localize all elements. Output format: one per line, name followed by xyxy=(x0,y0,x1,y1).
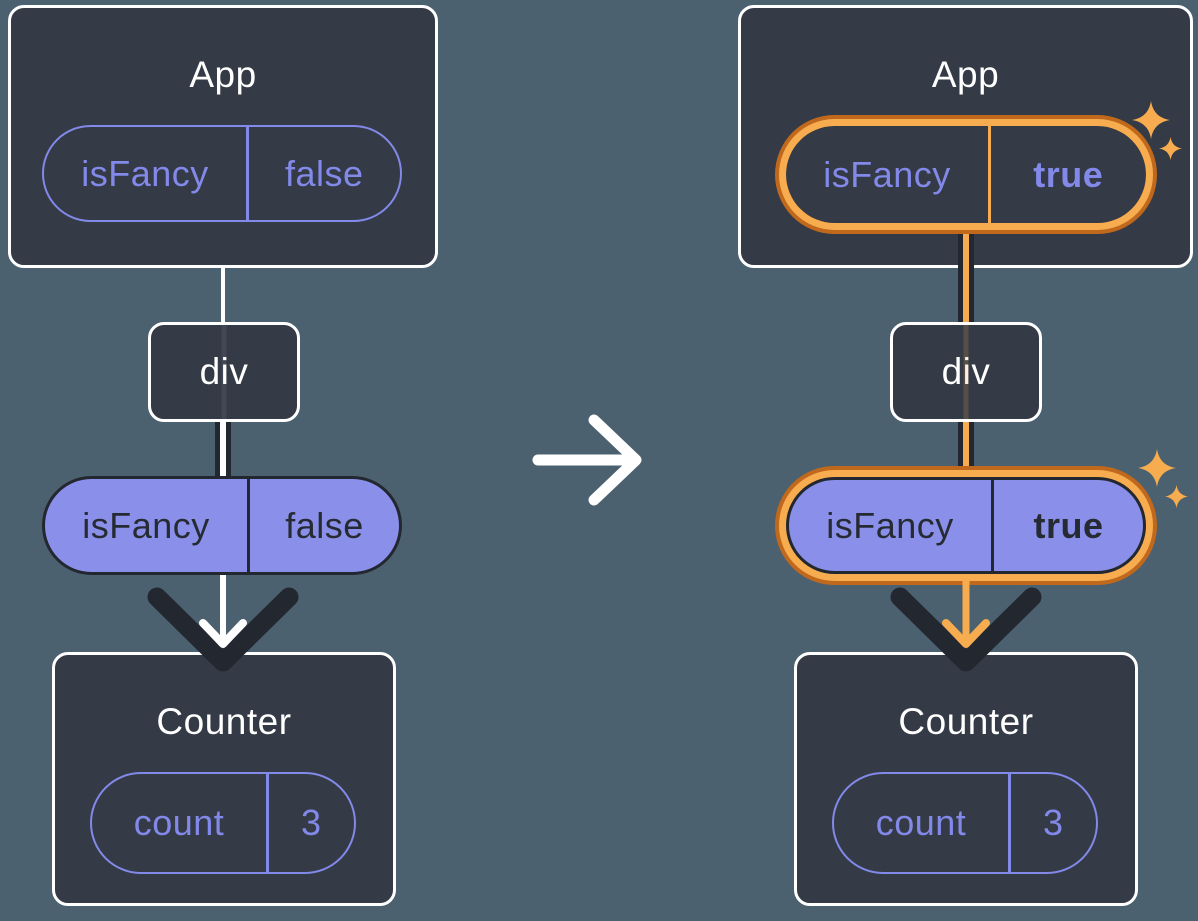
counter-state-pill-after: count 3 xyxy=(832,772,1098,874)
pill-divider xyxy=(266,774,269,872)
prop-key-label: isFancy xyxy=(826,504,954,546)
flow-arrow-down-icon xyxy=(147,575,299,672)
pill-divider xyxy=(246,127,249,220)
prop-value-label: false xyxy=(284,152,364,194)
counter-title: Counter xyxy=(898,701,1034,742)
connector-core-line xyxy=(963,420,969,478)
prop-value-label: false xyxy=(285,504,364,546)
counter-title: Counter xyxy=(156,701,292,742)
connector-div-to-prop xyxy=(215,420,231,478)
connector-core-line xyxy=(220,420,226,478)
pill-divider xyxy=(247,479,250,572)
div-node-card-before: div xyxy=(148,322,300,422)
pill-divider xyxy=(1008,774,1011,872)
connector-behind-div xyxy=(221,325,227,419)
connector-behind-div xyxy=(963,325,969,419)
app-prop-pill-before: isFancy false xyxy=(42,125,402,222)
prop-key-label: isFancy xyxy=(823,153,951,195)
state-key-label: count xyxy=(875,802,967,843)
state-key-label: count xyxy=(133,802,225,843)
prop-value-label: true xyxy=(1033,504,1104,546)
passed-prop-pill-before: isFancy false xyxy=(42,476,402,575)
counter-component-card-before: Counter count 3 xyxy=(52,652,396,906)
connector-app-to-div-highlight xyxy=(958,230,974,324)
state-value-label: 3 xyxy=(300,802,322,843)
app-component-card-after xyxy=(738,5,1193,268)
counter-state-pill-before: count 3 xyxy=(90,772,356,874)
connector-core-line xyxy=(963,230,969,324)
div-node-card-after: div xyxy=(890,322,1042,422)
app-prop-pill-after-highlighted: isFancy true xyxy=(786,126,1146,223)
pill-divider xyxy=(988,126,991,223)
arrow-right-icon xyxy=(532,414,642,506)
sparkle-icon xyxy=(1138,449,1176,487)
prop-key-label: isFancy xyxy=(81,152,209,194)
prop-key-label: isFancy xyxy=(82,504,210,546)
flow-arrow-down-highlight-icon xyxy=(890,575,1042,672)
app-title: App xyxy=(931,54,1000,95)
counter-component-card-after: Counter count 3 xyxy=(794,652,1138,906)
sparkle-icon xyxy=(1132,101,1170,139)
sparkle-icon xyxy=(1165,485,1188,508)
prop-value-label: true xyxy=(1033,153,1104,195)
passed-prop-pill-after-highlighted: isFancy true xyxy=(786,477,1146,574)
connector-div-to-prop-highlight xyxy=(958,420,974,478)
state-value-label: 3 xyxy=(1042,802,1064,843)
div-label: div xyxy=(941,351,991,392)
app-title: App xyxy=(189,54,257,95)
div-label: div xyxy=(199,351,249,392)
connector-app-to-div xyxy=(221,266,225,324)
pill-divider xyxy=(991,480,994,571)
sparkle-icon xyxy=(1159,137,1182,160)
